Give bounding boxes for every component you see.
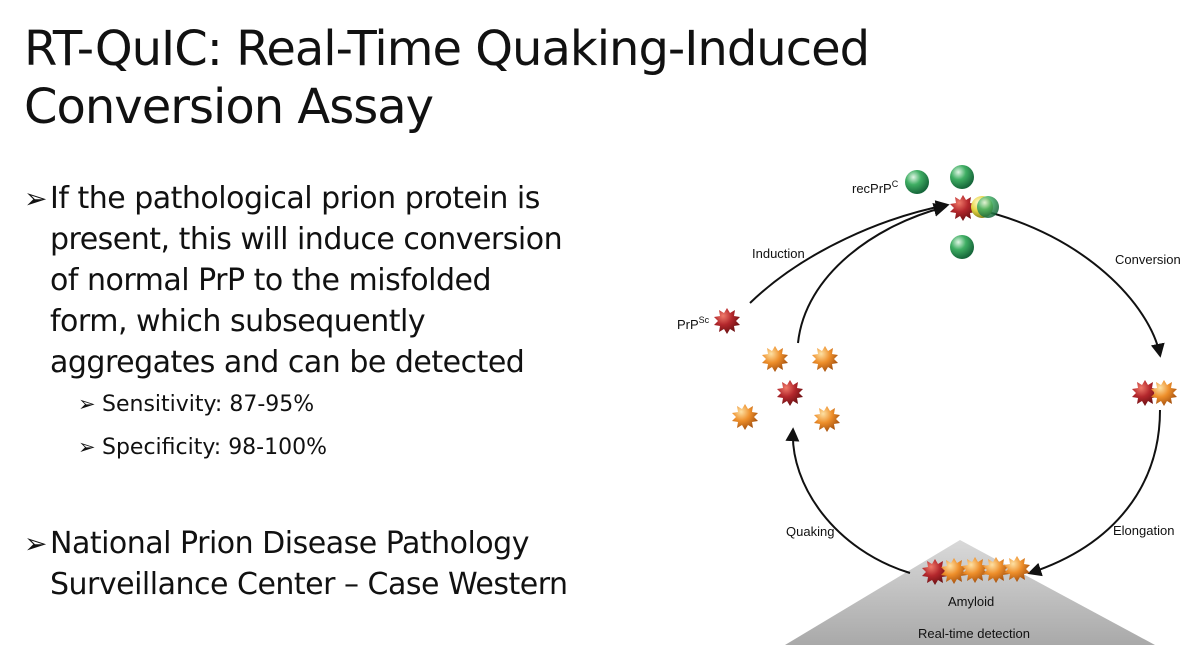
elongation-arrow bbox=[1027, 409, 1161, 577]
bullet-surveillance-center: ➢ National Prion Disease Pathology Surve… bbox=[24, 523, 644, 605]
converted-molecule bbox=[814, 406, 840, 432]
elongation-label: Elongation bbox=[1113, 523, 1174, 538]
bullet-text-line: If the pathological prion protein is bbox=[50, 181, 540, 216]
cycle-return-arrow bbox=[797, 203, 948, 344]
bullet-text-line: National Prion Disease Pathology bbox=[50, 526, 529, 561]
bullet-text-line: Surveillance Center – Case Western bbox=[50, 567, 568, 602]
prpsc-seed bbox=[1132, 380, 1158, 406]
cycle-diagram-svg: recPrPC PrPSc Induction Conversion Quaki… bbox=[677, 165, 1181, 645]
induction-arrow bbox=[749, 200, 950, 304]
bullet-text-line: form, which subsequently bbox=[50, 304, 426, 339]
sub-bullet-sensitivity: ➢ Sensitivity: 87-95% bbox=[24, 383, 644, 426]
bullet-arrow-icon: ➢ bbox=[24, 527, 47, 560]
bullet-text-line: of normal PrP to the misfolded bbox=[50, 263, 492, 298]
bullet-text-line: aggregates and can be detected bbox=[50, 345, 525, 380]
sub-bullet-text: Specificity: 98-100% bbox=[102, 435, 328, 460]
conversion-label: Conversion bbox=[1115, 252, 1181, 267]
slide-title: RT-QuIC: Real-Time Quaking-Induced Conve… bbox=[24, 20, 1024, 136]
converted-molecule bbox=[732, 404, 758, 430]
bullet-arrow-icon: ➢ bbox=[78, 392, 96, 416]
prpsc-seed bbox=[714, 308, 740, 334]
recprp-molecule bbox=[977, 196, 999, 218]
quaking-arrow bbox=[785, 427, 911, 574]
recprp-label: recPrPC bbox=[852, 179, 899, 196]
sub-bullet-specificity: ➢ Specificity: 98-100% bbox=[24, 426, 644, 469]
converted-molecule bbox=[812, 346, 838, 372]
converted-molecule bbox=[762, 346, 788, 372]
prpsc-seed bbox=[777, 380, 803, 406]
prpsc-label: PrPSc bbox=[677, 315, 710, 332]
recprp-molecule bbox=[950, 235, 974, 259]
amyloid-label: Amyloid bbox=[948, 594, 994, 609]
realtime-detection-label: Real-time detection bbox=[918, 626, 1030, 641]
bullet-text-line: present, this will induce conversion bbox=[50, 222, 563, 257]
quaking-label: Quaking bbox=[786, 524, 834, 539]
converted-molecule bbox=[1151, 380, 1177, 406]
bullet-rt-quic-mechanism: ➢ If the pathological prion protein is p… bbox=[24, 178, 644, 383]
sub-bullet-text: Sensitivity: 87-95% bbox=[102, 392, 315, 417]
title-line-1: RT-QuIC: Real-Time Quaking-Induced bbox=[24, 21, 870, 77]
bullet-spacer bbox=[24, 469, 644, 523]
conversion-arrow bbox=[979, 209, 1165, 358]
title-line-2: Conversion Assay bbox=[24, 79, 434, 135]
bullet-arrow-icon: ➢ bbox=[24, 182, 47, 215]
recprp-molecule bbox=[950, 165, 974, 189]
bullet-list: ➢ If the pathological prion protein is p… bbox=[24, 178, 644, 605]
bullet-arrow-icon: ➢ bbox=[78, 435, 96, 459]
induction-label: Induction bbox=[752, 246, 805, 261]
recprp-molecule bbox=[905, 170, 929, 194]
rt-quic-cycle-diagram: recPrPC PrPSc Induction Conversion Quaki… bbox=[655, 155, 1200, 670]
detection-triangle bbox=[785, 540, 1155, 645]
